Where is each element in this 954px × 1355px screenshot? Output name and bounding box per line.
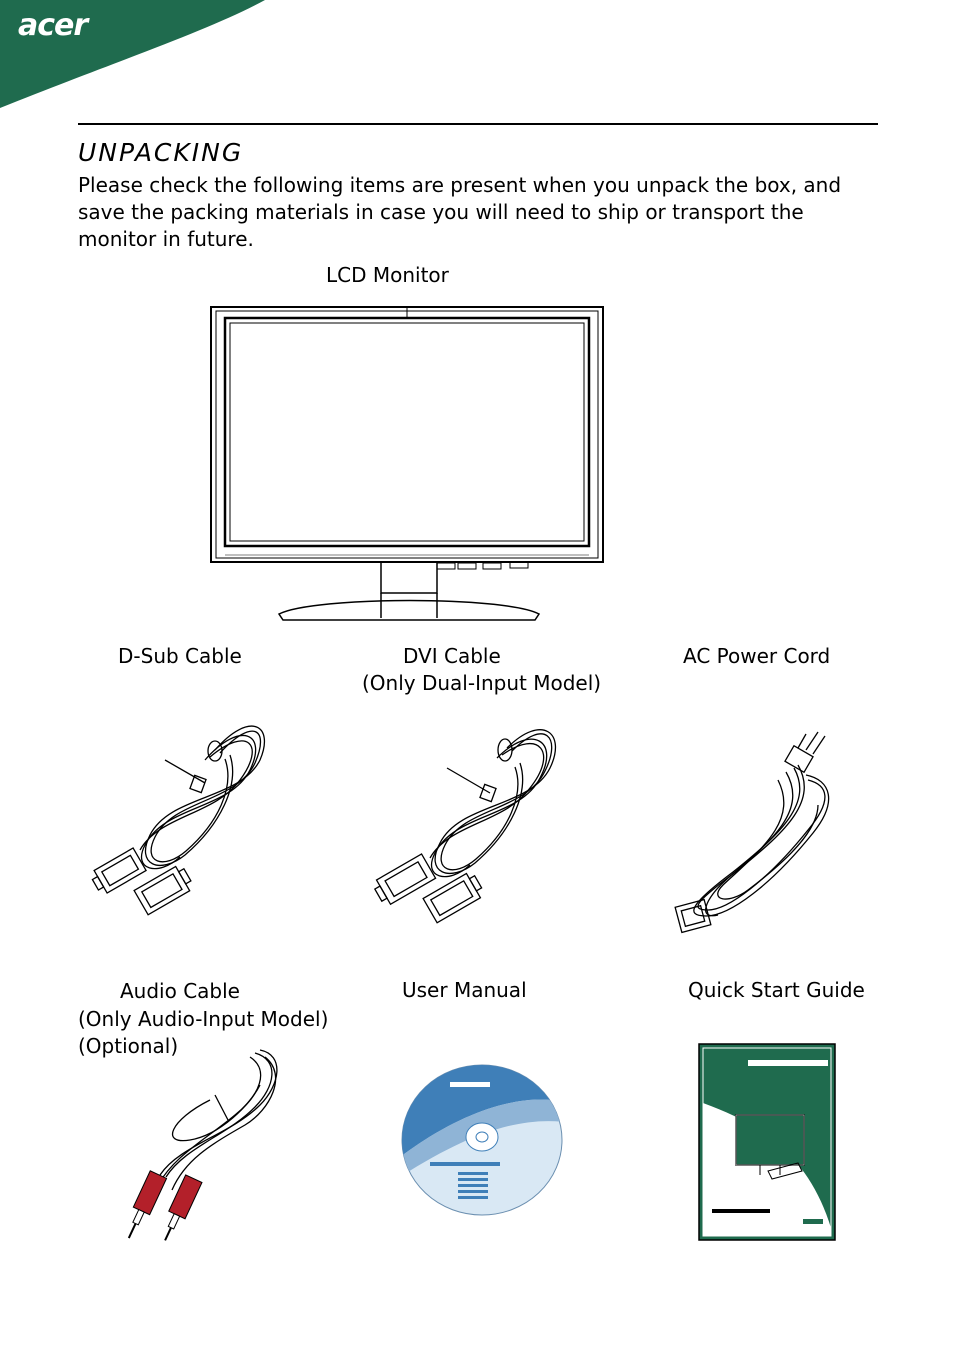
monitor-label: LCD Monitor (326, 263, 449, 287)
header-band (0, 0, 265, 108)
audio-cable-icon (127, 1049, 278, 1241)
power-cord-icon (674, 731, 830, 934)
dvi-label: DVI Cable (403, 644, 501, 668)
audio-label: Audio Cable (120, 979, 240, 1003)
guide-label: Quick Start Guide (688, 978, 865, 1002)
intro-paragraph: Please check the following items are pre… (78, 173, 842, 251)
audio-note: (Only Audio-Input Model) (78, 1007, 329, 1031)
audio-note-optional: (Optional) (78, 1034, 179, 1058)
manual-label: User Manual (402, 978, 527, 1002)
monitor-illustration (210, 306, 604, 621)
cd-icon (401, 1064, 563, 1216)
dvi-note: (Only Dual-Input Model) (362, 671, 602, 695)
dvi-cable-icon (373, 729, 556, 924)
dsub-label: D-Sub Cable (118, 644, 242, 668)
acer-logo: acer (18, 8, 88, 43)
dsub-cable-icon (91, 725, 266, 916)
power-label: AC Power Cord (683, 644, 831, 668)
section-title: UNPACKING (78, 138, 244, 167)
quick-start-guide-icon (698, 1043, 836, 1241)
section-rule (78, 123, 878, 125)
